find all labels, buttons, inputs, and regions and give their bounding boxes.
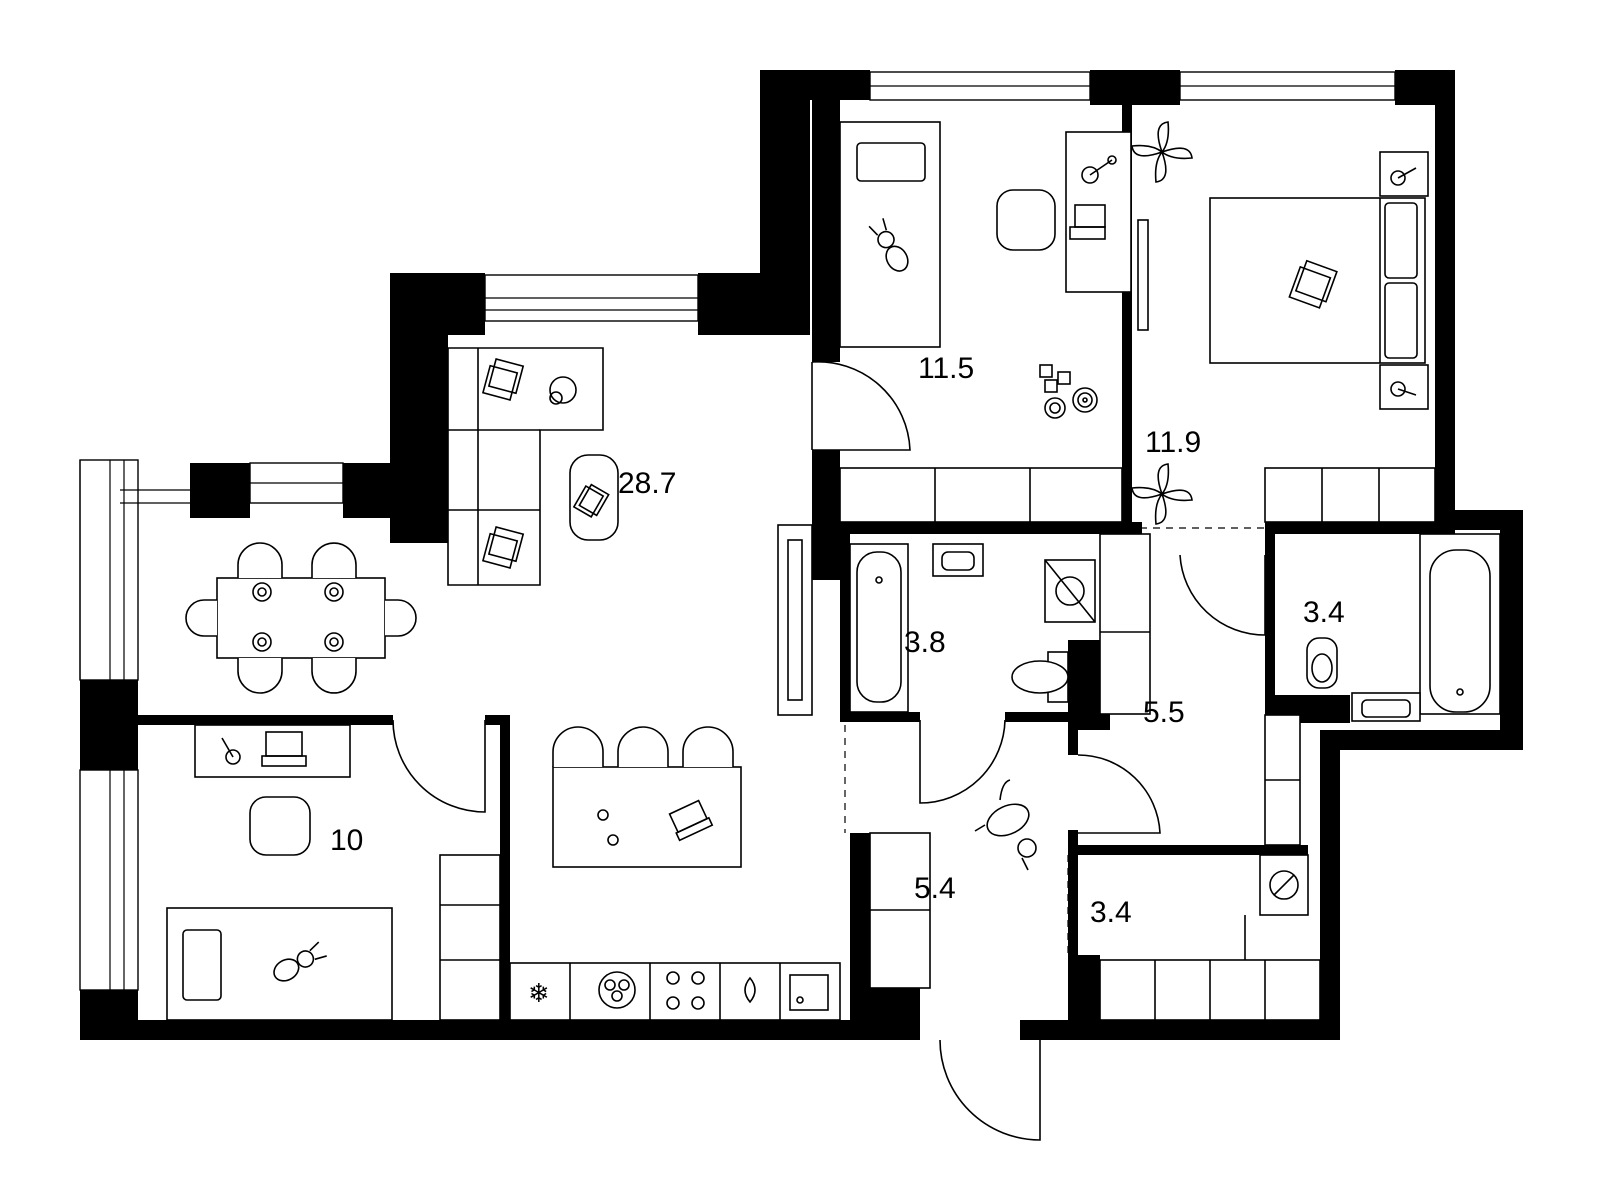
drop-icon xyxy=(744,976,756,1004)
area-label-bathroom-main: 3.8 xyxy=(904,626,946,659)
area-labels: 28.7 11.5 11.9 10 3.8 3.4 5.5 5.4 3.4 xyxy=(330,352,1345,929)
windows xyxy=(79,71,1396,991)
desk-lamp-icon xyxy=(221,737,241,765)
study-furniture xyxy=(166,724,393,1021)
hall-furniture xyxy=(869,714,1321,1021)
area-label-storage: 3.4 xyxy=(1090,896,1132,929)
pillow-icon xyxy=(481,526,525,569)
master-bedroom-furniture xyxy=(1131,121,1436,525)
teddy-icon xyxy=(273,941,327,982)
toy-blocks-icon xyxy=(1039,364,1098,419)
area-label-hall: 5.4 xyxy=(914,872,956,905)
dog-icon xyxy=(974,779,1037,871)
snowflake-icon: ❄ xyxy=(528,979,550,1009)
pillow-icon xyxy=(481,358,525,401)
desk-lamp-icon xyxy=(1081,155,1117,184)
child-bedroom-furniture xyxy=(839,121,1132,523)
desk-lamp-icon xyxy=(1390,167,1417,397)
area-label-child-bedroom: 11.5 xyxy=(918,352,974,385)
plant-icon xyxy=(1131,121,1193,183)
plant-icon xyxy=(1131,463,1193,525)
area-label-living: 28.7 xyxy=(618,467,676,500)
living-furniture: ❄ xyxy=(439,347,841,1021)
laptop-icon xyxy=(1069,204,1106,240)
teddy-icon xyxy=(868,218,909,272)
stove-icon xyxy=(666,971,705,1010)
laptop-icon xyxy=(668,799,714,842)
cat-icon xyxy=(549,376,577,405)
area-label-master-bedroom: 11.9 xyxy=(1145,426,1201,459)
bathroom-furniture xyxy=(849,533,1501,722)
pillow-icon xyxy=(1288,259,1338,309)
doors xyxy=(392,361,1266,1141)
area-label-study: 10 xyxy=(330,824,363,857)
dining-furniture xyxy=(185,542,417,694)
book-icon xyxy=(572,483,610,518)
area-label-corridor: 5.5 xyxy=(1143,696,1185,729)
plate-icon xyxy=(252,582,344,652)
sink-icon xyxy=(598,971,636,1009)
area-label-bathroom-ensuite: 3.4 xyxy=(1303,596,1345,629)
laptop-icon xyxy=(261,731,307,767)
